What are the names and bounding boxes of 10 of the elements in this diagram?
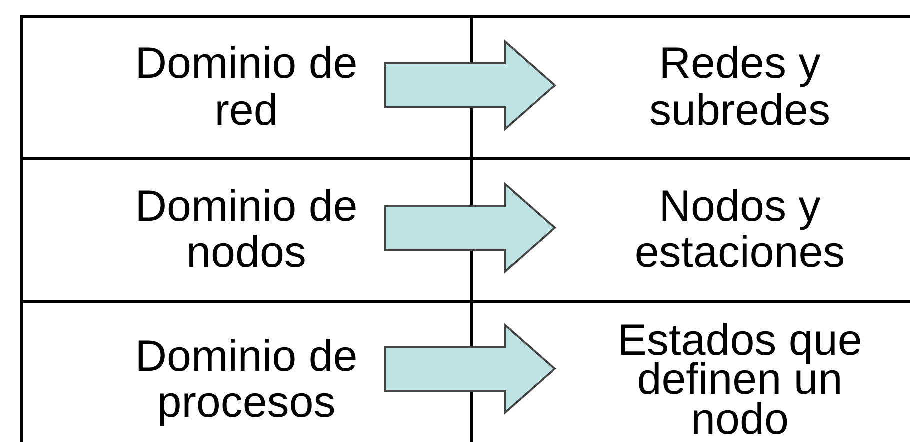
domain-label: Dominio de red <box>134 41 359 134</box>
description-label: Nodos y estaciones <box>634 184 846 276</box>
table-cell <box>20 15 473 160</box>
block-arrow <box>384 322 557 416</box>
description-label: Estados que definen un nodo <box>616 320 864 440</box>
domain-label: Dominio de procesos <box>134 334 359 426</box>
block-arrow <box>384 182 557 274</box>
domain-label: Dominio de nodos <box>134 184 359 276</box>
block-arrow <box>384 39 557 132</box>
description-label: Redes y subredes <box>648 41 832 134</box>
